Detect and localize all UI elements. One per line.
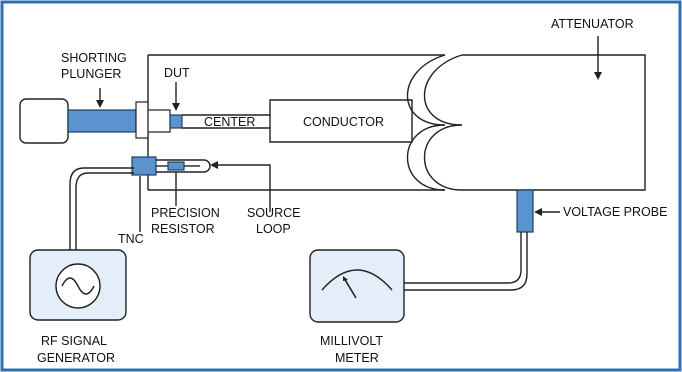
label-center: CENTER (204, 115, 255, 129)
meter-scale (321, 269, 393, 291)
rf-cable-inner (75, 172, 134, 250)
plunger-tip (147, 109, 171, 133)
label-dut: DUT (164, 66, 190, 80)
probe-cable-outer (404, 232, 522, 284)
tnc-connector (131, 156, 157, 176)
attenuator-box (462, 54, 646, 191)
rf-cable-outer (69, 167, 134, 250)
label-tnc: TNC (118, 232, 144, 246)
label-conductor: CONDUCTOR (303, 115, 384, 129)
meter-needle (343, 277, 357, 299)
plunger-flange (135, 101, 149, 139)
precision-resistor (167, 161, 185, 171)
label-precision: PRECISION (151, 206, 220, 220)
plunger-knob (19, 98, 69, 144)
millivolt-meter (309, 249, 405, 323)
coaxial-outer-conductor (147, 54, 463, 191)
center-conductor (182, 99, 413, 143)
label-rf-signal: RF SIGNAL (41, 334, 107, 348)
voltage-probe (516, 189, 534, 233)
source-loop (156, 159, 211, 173)
label-generator: GENERATOR (37, 351, 115, 365)
label-meter: METER (335, 351, 379, 365)
label-voltage-probe: VOLTAGE PROBE (563, 205, 667, 219)
rf-signal-generator (29, 249, 127, 321)
label-attenuator: ATTENUATOR (551, 17, 634, 31)
shorting-plunger (19, 98, 171, 144)
label-millivolt: MILLIVOLT (320, 334, 383, 348)
leader-lines (96, 36, 602, 232)
label-source: SOURCE (247, 206, 300, 220)
dut-component (169, 114, 183, 129)
plunger-rod (67, 109, 137, 133)
label-shorting-plunger-1: SHORTING (61, 51, 127, 65)
label-resistor: RESISTOR (151, 222, 215, 236)
label-loop: LOOP (256, 222, 291, 236)
label-shorting-plunger-2: PLUNGER (61, 67, 121, 81)
probe-cable-inner (404, 232, 528, 291)
source-loop-assembly (131, 156, 211, 176)
